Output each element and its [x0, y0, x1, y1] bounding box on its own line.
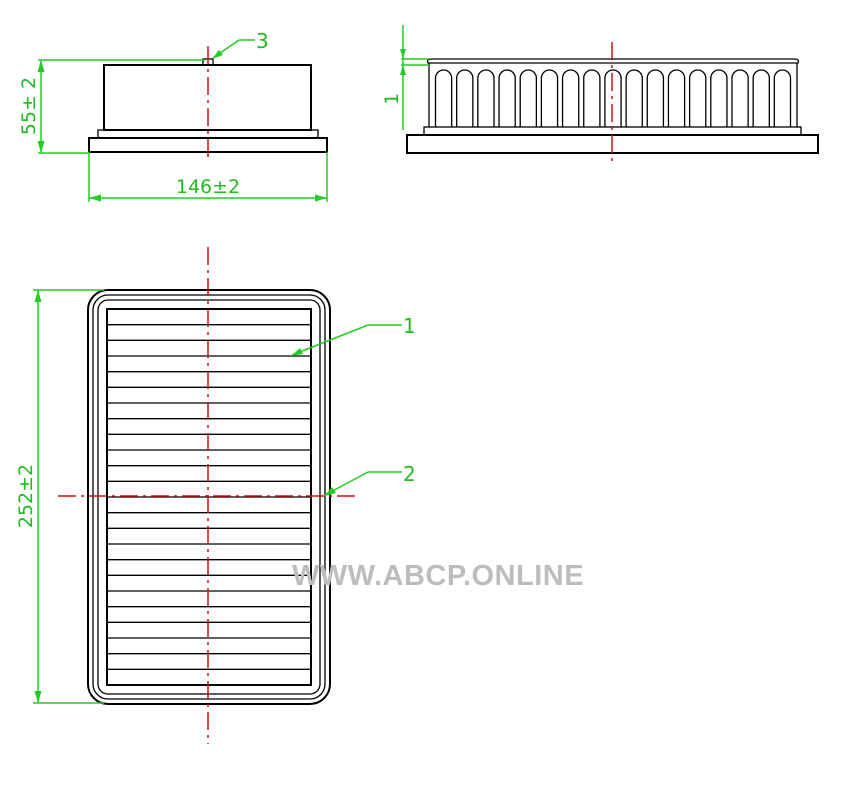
height-dimension: 55± 2 [18, 59, 205, 154]
width-dimension-label: 146±2 [176, 176, 240, 198]
pleat [561, 69, 580, 127]
front-view [88, 46, 328, 162]
plan-view [58, 247, 358, 744]
side-view [406, 42, 819, 162]
plan-view-frame-ring-2 [97, 299, 321, 695]
length-arrow-top [34, 290, 42, 302]
callout-3-label: 3 [256, 29, 269, 53]
callout-1-leader [291, 324, 369, 356]
callout-2: 2 [324, 462, 416, 496]
width-arrow-left [89, 194, 101, 202]
callout-3-arrow [212, 50, 223, 59]
height-arrow-top [37, 60, 45, 72]
side-view-top-lip [426, 58, 800, 64]
pleat [519, 69, 538, 127]
plan-view-frame-ring-1 [92, 294, 326, 700]
pleat [604, 69, 622, 127]
pleat [498, 69, 516, 127]
pleat [434, 69, 453, 127]
callout-2-label: 2 [403, 462, 416, 486]
pleat [540, 69, 559, 127]
width-dimension: 146±2 [88, 152, 328, 202]
pleat [477, 69, 495, 127]
pleat [456, 69, 474, 127]
length-arrow-bottom [34, 691, 42, 703]
watermark-text: WWW.ABCP.ONLINE [292, 560, 584, 592]
lip-arrow-top [400, 49, 406, 59]
pleat [583, 69, 601, 127]
callout-1-label: 1 [403, 314, 416, 338]
callout-1: 1 [291, 314, 416, 356]
length-dimension: 252±2 [15, 289, 104, 704]
pleat [688, 69, 707, 127]
pleat [667, 69, 686, 127]
pleat [625, 69, 643, 127]
lip-dimension-label: 1 [381, 93, 403, 105]
pleat [752, 69, 770, 127]
side-view-pleats [434, 69, 792, 127]
height-arrow-bottom [37, 141, 45, 153]
callout-3: 3 [212, 29, 269, 59]
length-dimension-label: 252±2 [15, 464, 37, 528]
height-dimension-label: 55± 2 [18, 77, 40, 135]
pleat [646, 69, 665, 127]
pleat [731, 69, 749, 127]
callout-1-arrow [291, 348, 303, 356]
lip-arrow-bottom [400, 65, 406, 75]
plan-view-outer-frame [87, 289, 331, 705]
width-arrow-right [315, 194, 327, 202]
pleat [710, 69, 728, 127]
callout-2-arrow [324, 487, 336, 496]
pleat [773, 69, 792, 127]
plan-view-pleat-lines [107, 324, 311, 670]
lip-dimension: 1 [381, 25, 429, 130]
